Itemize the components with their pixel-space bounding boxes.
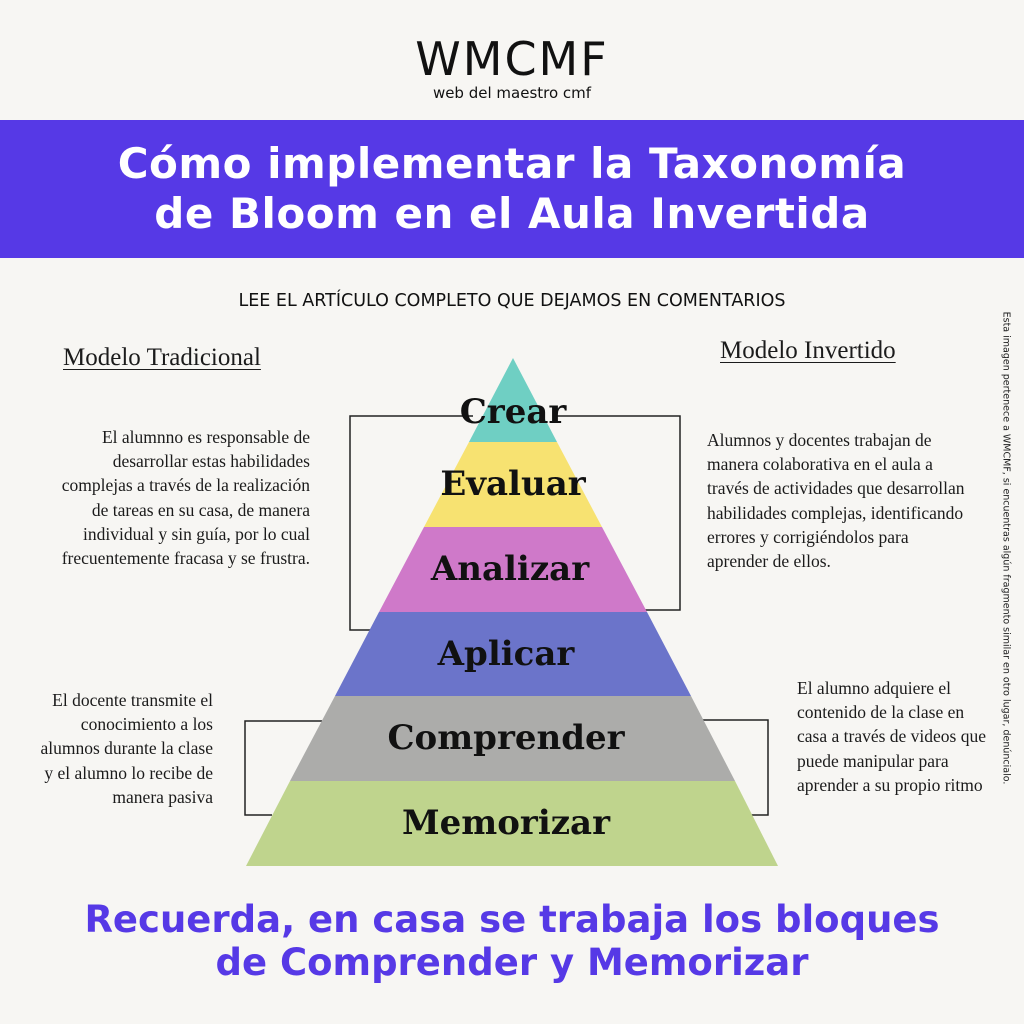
title-line-1: Cómo implementar la Taxonomía xyxy=(117,139,907,188)
traditional-lower-description: El docente transmite el conocimiento a l… xyxy=(40,690,213,807)
inverted-upper-description: Alumnos y docentes trabajan de manera co… xyxy=(707,430,965,572)
footer-line-2: de Comprender y Memorizar xyxy=(215,941,809,984)
level-memorizar-shape xyxy=(246,781,778,866)
bracket-traditional-lower xyxy=(244,720,322,816)
traditional-model-heading: Modelo Tradicional xyxy=(63,344,261,371)
footer-reminder: Recuerda, en casa se trabaja los bloques… xyxy=(0,898,1024,984)
logo: WMCMF web del maestro cmf xyxy=(0,36,1024,102)
level-comprender-shape xyxy=(290,696,735,781)
title-banner: Cómo implementar la Taxonomía de Bloom e… xyxy=(0,120,1024,258)
read-article-note: LEE EL ARTÍCULO COMPLETO QUE DEJAMOS EN … xyxy=(238,291,786,311)
traditional-upper-description: El alumnno es responsable de desarrollar… xyxy=(61,427,310,569)
copyright-side-note: Esta imagen pertenece a WMCMF, si encuen… xyxy=(1000,311,1012,785)
level-comprender-label: Comprender xyxy=(387,718,625,758)
title-line-2: de Bloom en el Aula Invertida xyxy=(154,189,870,238)
footer-line-1: Recuerda, en casa se trabaja los bloques xyxy=(84,898,940,941)
level-aplicar-label: Aplicar xyxy=(437,634,576,674)
inverted-lower-description: El alumno adquiere el contenido de la cl… xyxy=(797,678,987,795)
logo-subtitle: web del maestro cmf xyxy=(432,84,592,102)
level-analizar-label: Analizar xyxy=(430,549,590,589)
level-evaluar-label: Evaluar xyxy=(440,464,586,504)
level-evaluar-shape xyxy=(424,442,602,527)
logo-wordmark: WMCMF xyxy=(415,32,609,86)
bracket-inverted-lower xyxy=(700,719,769,816)
level-crear-shape xyxy=(469,358,557,442)
level-crear-label: Crear xyxy=(460,392,568,432)
level-aplicar-shape xyxy=(335,612,691,696)
bracket-inverted-upper xyxy=(553,415,681,611)
level-memorizar-label: Memorizar xyxy=(402,803,611,843)
level-analizar-shape xyxy=(379,527,647,612)
inverted-model-heading: Modelo Invertido xyxy=(720,337,896,364)
